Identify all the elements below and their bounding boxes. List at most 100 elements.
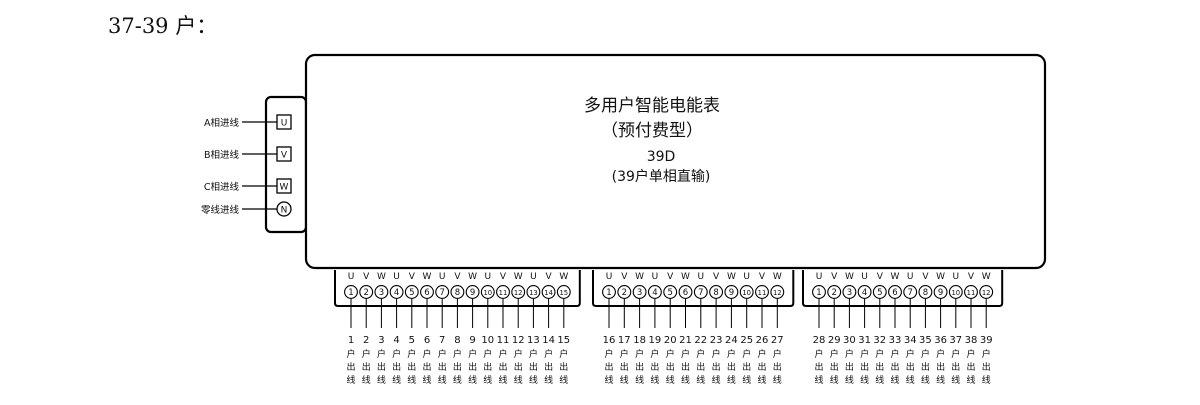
- phase-label: V: [500, 272, 507, 282]
- meter-body: [304, 53, 1047, 270]
- terminal-number: 4: [394, 288, 399, 298]
- household-char: 户: [951, 348, 960, 360]
- household-char: 户: [830, 348, 839, 360]
- line-char: 线: [650, 374, 659, 386]
- phase-symbol: N: [281, 206, 288, 216]
- line-char: 线: [407, 374, 416, 386]
- input-label: B相进线: [204, 149, 240, 161]
- household-number: 8: [454, 335, 460, 346]
- terminal-strip-frame: [592, 270, 795, 307]
- terminal-number: 1: [816, 288, 821, 298]
- phase-label: W: [559, 272, 568, 282]
- phase-label: W: [681, 272, 690, 282]
- outlet-char: 出: [906, 361, 915, 373]
- terminal-number: 11: [967, 289, 976, 297]
- phase-label: U: [652, 272, 659, 282]
- terminal-number: 2: [831, 288, 836, 298]
- household-number: 30: [843, 335, 856, 346]
- phase-label: W: [982, 272, 991, 282]
- phase-label: W: [423, 272, 432, 282]
- terminal-circle: [617, 285, 632, 299]
- input-a-phase: A相进线 U: [204, 114, 292, 130]
- outlet-char: 出: [604, 361, 613, 373]
- line-char: 线: [346, 374, 355, 386]
- line-char: 线: [514, 374, 523, 386]
- terminal-circle: [526, 285, 541, 299]
- household-char: 户: [438, 348, 447, 360]
- line-char: 线: [742, 374, 751, 386]
- phase-label: U: [907, 272, 914, 282]
- household-number: 12: [512, 335, 525, 346]
- outlet-char: 出: [966, 361, 975, 373]
- input-c-phase: C相进线 W: [204, 178, 292, 194]
- terminal-circle: [918, 285, 933, 299]
- household-number: 26: [756, 335, 769, 346]
- outlet-char: 出: [845, 361, 854, 373]
- line-char: 线: [757, 374, 766, 386]
- outlet-char: 出: [620, 361, 629, 373]
- terminal-group-2: U116户出线V217户出线W318户出线U419户出线V520户出线W621户…: [592, 270, 795, 386]
- line-char: 线: [453, 374, 462, 386]
- line-char: 线: [529, 374, 538, 386]
- household-char: 户: [468, 348, 477, 360]
- household-char: 户: [544, 348, 553, 360]
- outlet-char: 出: [650, 361, 659, 373]
- household-number: 16: [603, 335, 616, 346]
- phase-label: V: [363, 272, 370, 282]
- household-char: 户: [845, 348, 854, 360]
- household-char: 户: [498, 348, 507, 360]
- household-number: 24: [725, 335, 738, 346]
- household-char: 户: [742, 348, 751, 360]
- outlet-char: 出: [921, 361, 930, 373]
- terminal-circle: [812, 285, 826, 299]
- outlet-char: 出: [529, 361, 538, 373]
- terminal-number: 15: [559, 289, 568, 297]
- terminal-group-1: U11户出线V22户出线W33户出线U44户出线V55户出线W66户出线U77户…: [334, 270, 581, 386]
- terminal-number: 2: [363, 288, 368, 298]
- outlet-char: 出: [951, 361, 960, 373]
- input-b-phase: B相进线 V: [204, 146, 292, 162]
- line-char: 线: [814, 374, 823, 386]
- line-char: 线: [860, 374, 869, 386]
- terminal-number: 8: [923, 288, 928, 298]
- phase-label: W: [773, 272, 782, 282]
- outlet-char: 出: [483, 361, 492, 373]
- household-number: 38: [965, 335, 978, 346]
- line-char: 线: [483, 374, 492, 386]
- outlet-char: 出: [982, 361, 991, 373]
- household-char: 户: [377, 348, 386, 360]
- outlet-char: 出: [422, 361, 431, 373]
- line-char: 线: [696, 374, 705, 386]
- household-char: 户: [483, 348, 492, 360]
- phase-label: U: [348, 272, 355, 282]
- terminal-circle: [632, 285, 647, 299]
- household-number: 39: [980, 335, 993, 346]
- terminal-circle: [709, 285, 724, 299]
- household-number: 35: [919, 335, 932, 346]
- line-char: 线: [890, 374, 899, 386]
- phase-label: U: [698, 272, 705, 282]
- phase-label: W: [468, 272, 477, 282]
- line-char: 线: [544, 374, 553, 386]
- household-number: 22: [694, 335, 707, 346]
- household-number: 28: [813, 335, 826, 346]
- terminal-circle: [465, 285, 480, 299]
- terminal-number: 9: [729, 288, 734, 298]
- terminal-number: 11: [758, 289, 767, 297]
- terminal-circle: [450, 285, 465, 299]
- input-label: A相进线: [204, 117, 239, 129]
- terminal-number: 5: [409, 288, 414, 298]
- household-number: 5: [409, 335, 415, 346]
- household-char: 户: [666, 348, 675, 360]
- phase-label: W: [845, 272, 854, 282]
- household-char: 户: [604, 348, 613, 360]
- household-number: 15: [557, 335, 570, 346]
- household-number: 9: [469, 335, 475, 346]
- household-char: 户: [773, 348, 782, 360]
- line-char: 线: [921, 374, 930, 386]
- household-number: 13: [527, 335, 540, 346]
- phase-label: V: [713, 272, 720, 282]
- outlet-char: 出: [890, 361, 899, 373]
- outlet-char: 出: [666, 361, 675, 373]
- line-char: 线: [604, 374, 613, 386]
